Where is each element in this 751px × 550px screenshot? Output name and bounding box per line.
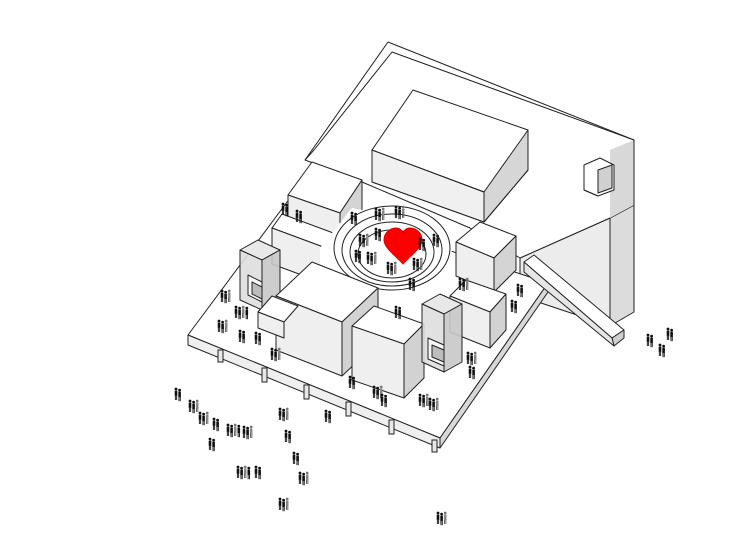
- platform-columns: [217, 349, 438, 453]
- ramp: [523, 254, 625, 347]
- tall-block: [371, 89, 529, 223]
- block-front-right: [351, 305, 425, 399]
- glass-tower-left: [239, 239, 281, 311]
- glass-tower-right: [421, 293, 463, 373]
- heart-icon: [383, 227, 423, 265]
- block-left-step: [257, 295, 299, 339]
- block-right-small: [455, 221, 517, 293]
